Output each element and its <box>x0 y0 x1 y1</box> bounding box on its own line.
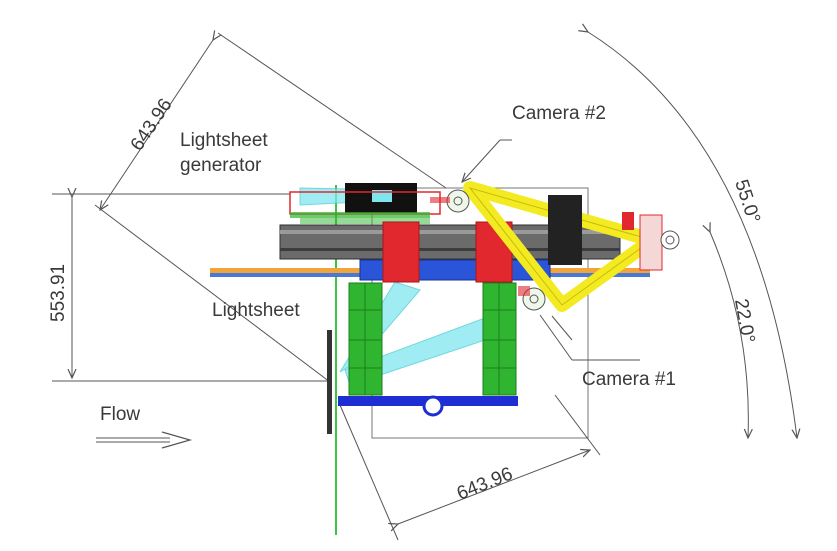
angle-inner: 22.0° <box>710 232 758 438</box>
right-camera-mount <box>622 212 680 271</box>
flow-arrow-icon <box>96 431 193 449</box>
camera-1-assembly <box>518 286 546 311</box>
green-mount-right <box>482 282 517 396</box>
dimension-bottom-label: 643.96 <box>454 463 516 504</box>
camera-1-label: Camera #1 <box>582 369 676 390</box>
flow-label: Flow <box>100 404 140 425</box>
camera-2-label: Camera #2 <box>512 103 606 124</box>
base-connector <box>422 395 444 417</box>
splitter-plate <box>327 330 332 434</box>
green-mount-left <box>348 282 383 396</box>
dimension-bottom: 643.96 <box>339 394 601 541</box>
lightsheet-generator-label-line1: Lightsheet <box>180 130 268 151</box>
lightsheet-label: Lightsheet <box>212 300 300 321</box>
camera-2-assembly <box>430 189 470 213</box>
dimension-left: 553.91 <box>48 194 330 382</box>
lightsheet-generator-label-line2: generator <box>180 155 262 176</box>
cylinder <box>548 195 582 265</box>
red-post-left <box>382 221 420 283</box>
dimension-top-label: 643.96 <box>127 95 177 155</box>
dimension-left-label: 553.91 <box>48 264 69 322</box>
angle-outer-label: 55.0° <box>730 177 764 226</box>
angle-inner-label: 22.0° <box>730 297 758 345</box>
